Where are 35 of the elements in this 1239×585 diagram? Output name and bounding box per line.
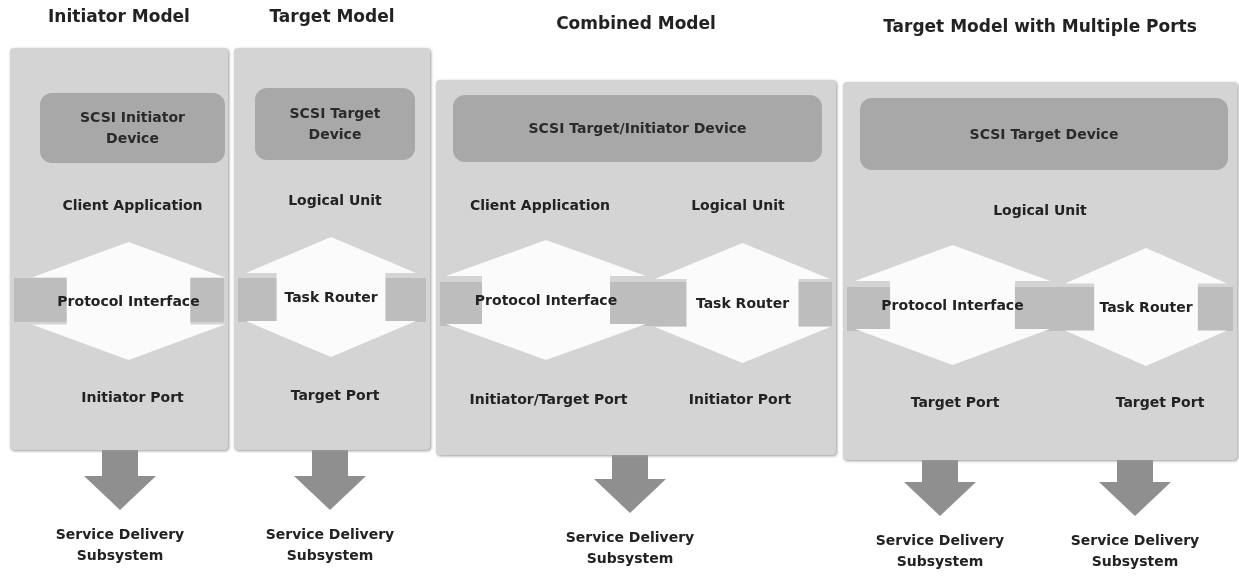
arrow-label: Protocol Interface [881, 295, 1024, 315]
panel-heading: Target Model [268, 5, 396, 28]
down-arrow [294, 450, 366, 510]
subsystem-label: Service Delivery Subsystem [55, 512, 185, 578]
arrow-label: Task Router [1099, 297, 1193, 317]
arrow-label: Protocol Interface [57, 291, 200, 311]
device-box: SCSI Target Device [860, 98, 1228, 170]
panel-heading: Target Model with Multiple Ports [882, 15, 1198, 38]
down-arrow [594, 455, 666, 513]
arrow-label: Task Router [695, 293, 790, 313]
component-label: Initiator Port [670, 372, 810, 427]
component-label: Logical Unit [668, 180, 808, 230]
subsystem-label: Service Delivery Subsystem [875, 518, 1005, 584]
arrow-label: Task Router [284, 287, 378, 307]
arrow-label: Protocol Interface [474, 290, 618, 310]
panel-heading: Initiator Model [47, 5, 191, 28]
down-arrow [1099, 460, 1171, 516]
device-box: SCSI Target Device [255, 88, 415, 160]
device-box: SCSI Target/Initiator Device [453, 95, 822, 162]
component-label: Target Port [255, 368, 415, 423]
down-arrow [84, 450, 156, 510]
subsystem-label: Service Delivery Subsystem [565, 515, 695, 581]
component-label: Logical Unit [255, 175, 415, 225]
component-label: Client Application [40, 180, 225, 230]
component-label: Client Application [450, 180, 630, 230]
component-label: Initiator Port [40, 370, 225, 425]
component-label: Logical Unit [940, 185, 1140, 235]
down-arrow [904, 460, 976, 516]
panel-heading: Combined Model [555, 12, 717, 35]
subsystem-label: Service Delivery Subsystem [1070, 518, 1200, 584]
component-label: Target Port [880, 375, 1030, 430]
device-box: SCSI Initiator Device [40, 93, 225, 163]
component-label: Initiator/Target Port [446, 372, 651, 427]
subsystem-label: Service Delivery Subsystem [265, 512, 395, 578]
component-label: Target Port [1085, 375, 1235, 430]
